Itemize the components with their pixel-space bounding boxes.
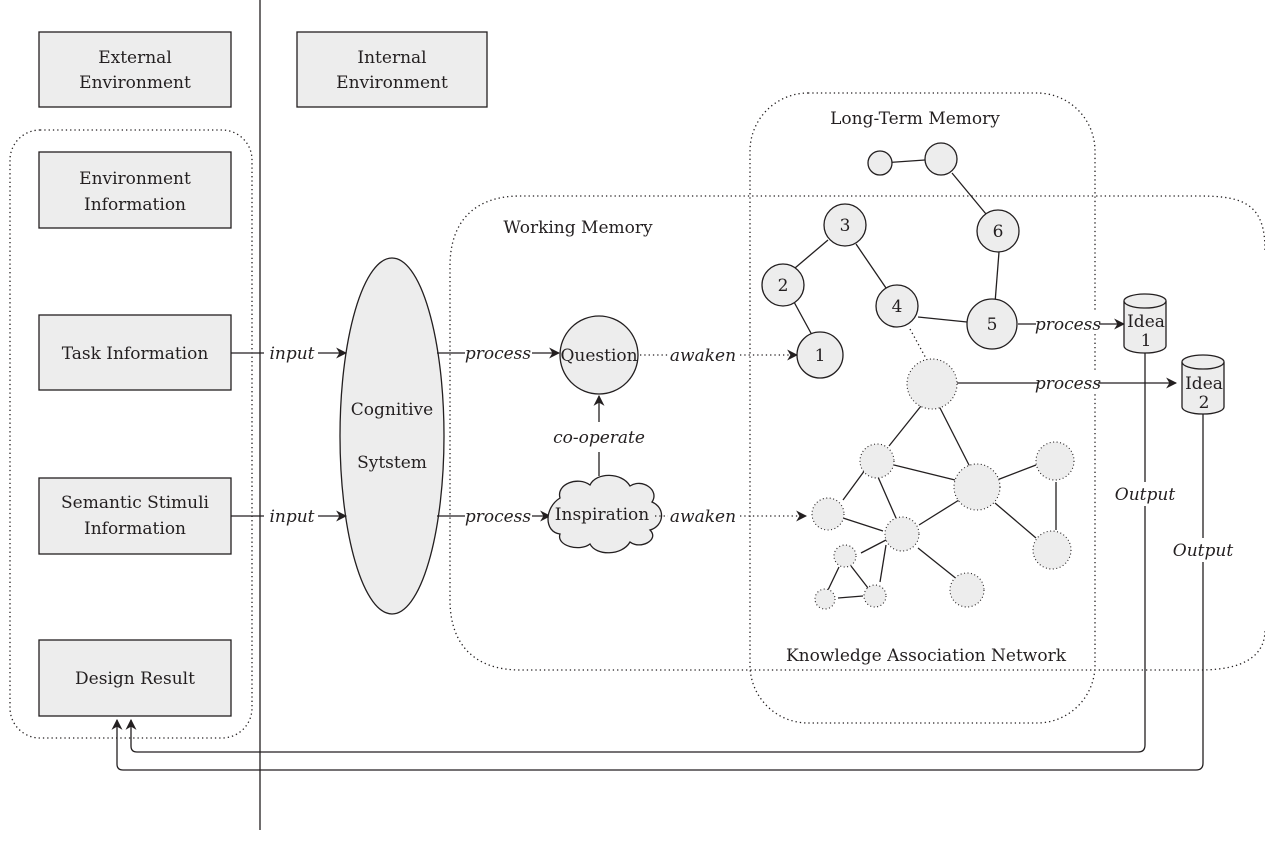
cognitive-label-line1: Cognitive [351,400,433,420]
question-label: Question [560,346,637,366]
process-label-idea2: process [1035,374,1102,394]
svg-text:1: 1 [815,346,826,366]
memory-node-3: 3 [823,203,867,247]
process-label-idea2-group: process [1035,372,1102,394]
internal-environment-label-line2: Environment [336,73,448,93]
knowledge-node [863,584,887,608]
question-node: Question [559,315,639,395]
output-line-idea1: Output [125,353,1178,753]
knowledge-node [833,544,857,568]
awaken-arrow-question: awaken [640,346,799,366]
design-result-label: Design Result [75,669,195,689]
idea-2-label-line2: 2 [1199,393,1210,413]
awaken-label-inspiration: awaken [670,507,736,527]
output-label-idea1: Output [1115,485,1176,505]
idea-2-label-line1: Idea [1185,374,1223,394]
svg-text:6: 6 [993,222,1004,242]
knowledge-network-label: Knowledge Association Network [786,646,1067,666]
semantic-stimuli-box: Semantic Stimuli Information [38,477,232,555]
memory-node-small [867,150,893,176]
svg-text:3: 3 [840,216,851,236]
external-environment-label-line1: External [98,48,172,68]
knowledge-node [884,516,920,552]
memory-node-4: 4 [875,284,919,328]
knowledge-node [1035,441,1075,481]
external-info-container [9,129,253,739]
external-environment-label-line2: Environment [79,73,191,93]
long-term-memory-region [749,92,1096,724]
cooperate-label: co-operate [553,428,645,448]
output-line-idea2: Output [111,414,1236,771]
knowledge-node-hub [906,358,958,410]
environment-information-box: Environment Information [38,151,232,229]
process-label-idea1: process [1035,315,1102,335]
idea-2-cylinder: Idea 2 [1181,354,1225,415]
process-label-inspiration: process [465,507,532,527]
working-memory-label: Working Memory [503,218,653,238]
cognitive-system-ellipse: Cognitive Sytstem [339,257,445,615]
knowledge-network-edges [827,377,1178,599]
knowledge-network-nodes [811,358,1075,610]
idea-1-label-line1: Idea [1127,312,1165,332]
input-label-semantic: input [269,507,314,527]
semantic-stimuli-line2: Information [84,519,186,539]
environment-information-line2: Information [84,195,186,215]
working-memory-region [449,195,1265,671]
output-label-idea2: Output [1173,541,1234,561]
task-information-box: Task Information [38,314,232,391]
long-term-memory-label: Long-Term Memory [830,109,1000,129]
knowledge-node [859,443,895,479]
knowledge-node [949,572,985,608]
cognitive-label-line2: Sytstem [357,453,427,473]
knowledge-node [953,463,1001,511]
memory-node-1: 1 [796,331,844,379]
memory-node-2: 2 [761,263,805,307]
internal-environment-box: Internal Environment [296,31,488,108]
knowledge-node [811,497,845,531]
internal-environment-label-line1: Internal [357,48,426,68]
semantic-stimuli-line1: Semantic Stimuli [61,493,210,513]
memory-node-5: 5 [966,298,1018,350]
inspiration-cloud: Inspiration [547,474,663,554]
process-arrow-idea1: process [1035,312,1126,335]
awaken-label-question: awaken [670,346,736,366]
memory-node-medium [924,142,958,176]
input-label-task: input [269,344,314,364]
inspiration-label: Inspiration [555,505,649,525]
svg-text:4: 4 [892,297,903,317]
knowledge-node [814,588,836,610]
memory-node-6: 6 [976,209,1020,253]
knowledge-node [1032,530,1072,570]
process-arrow-question: process [437,344,561,364]
memory-network-nodes: 3 6 2 4 5 1 [761,142,1020,379]
idea-1-label-line2: 1 [1141,331,1152,351]
svg-text:2: 2 [778,276,789,296]
idea-1-cylinder: Idea 1 [1123,293,1167,354]
input-arrow-task: input [231,344,348,364]
input-arrow-semantic: input [231,507,348,527]
external-environment-box: External Environment [38,31,232,108]
cooperate-arrow: co-operate [553,394,645,476]
task-information-label: Task Information [62,344,209,364]
environment-information-line1: Environment [79,169,191,189]
awaken-arrow-inspiration: awaken [655,507,808,527]
svg-text:5: 5 [987,315,998,335]
process-label-question: process [465,344,532,364]
design-result-box: Design Result [38,639,232,717]
process-arrow-inspiration: process [437,507,552,527]
